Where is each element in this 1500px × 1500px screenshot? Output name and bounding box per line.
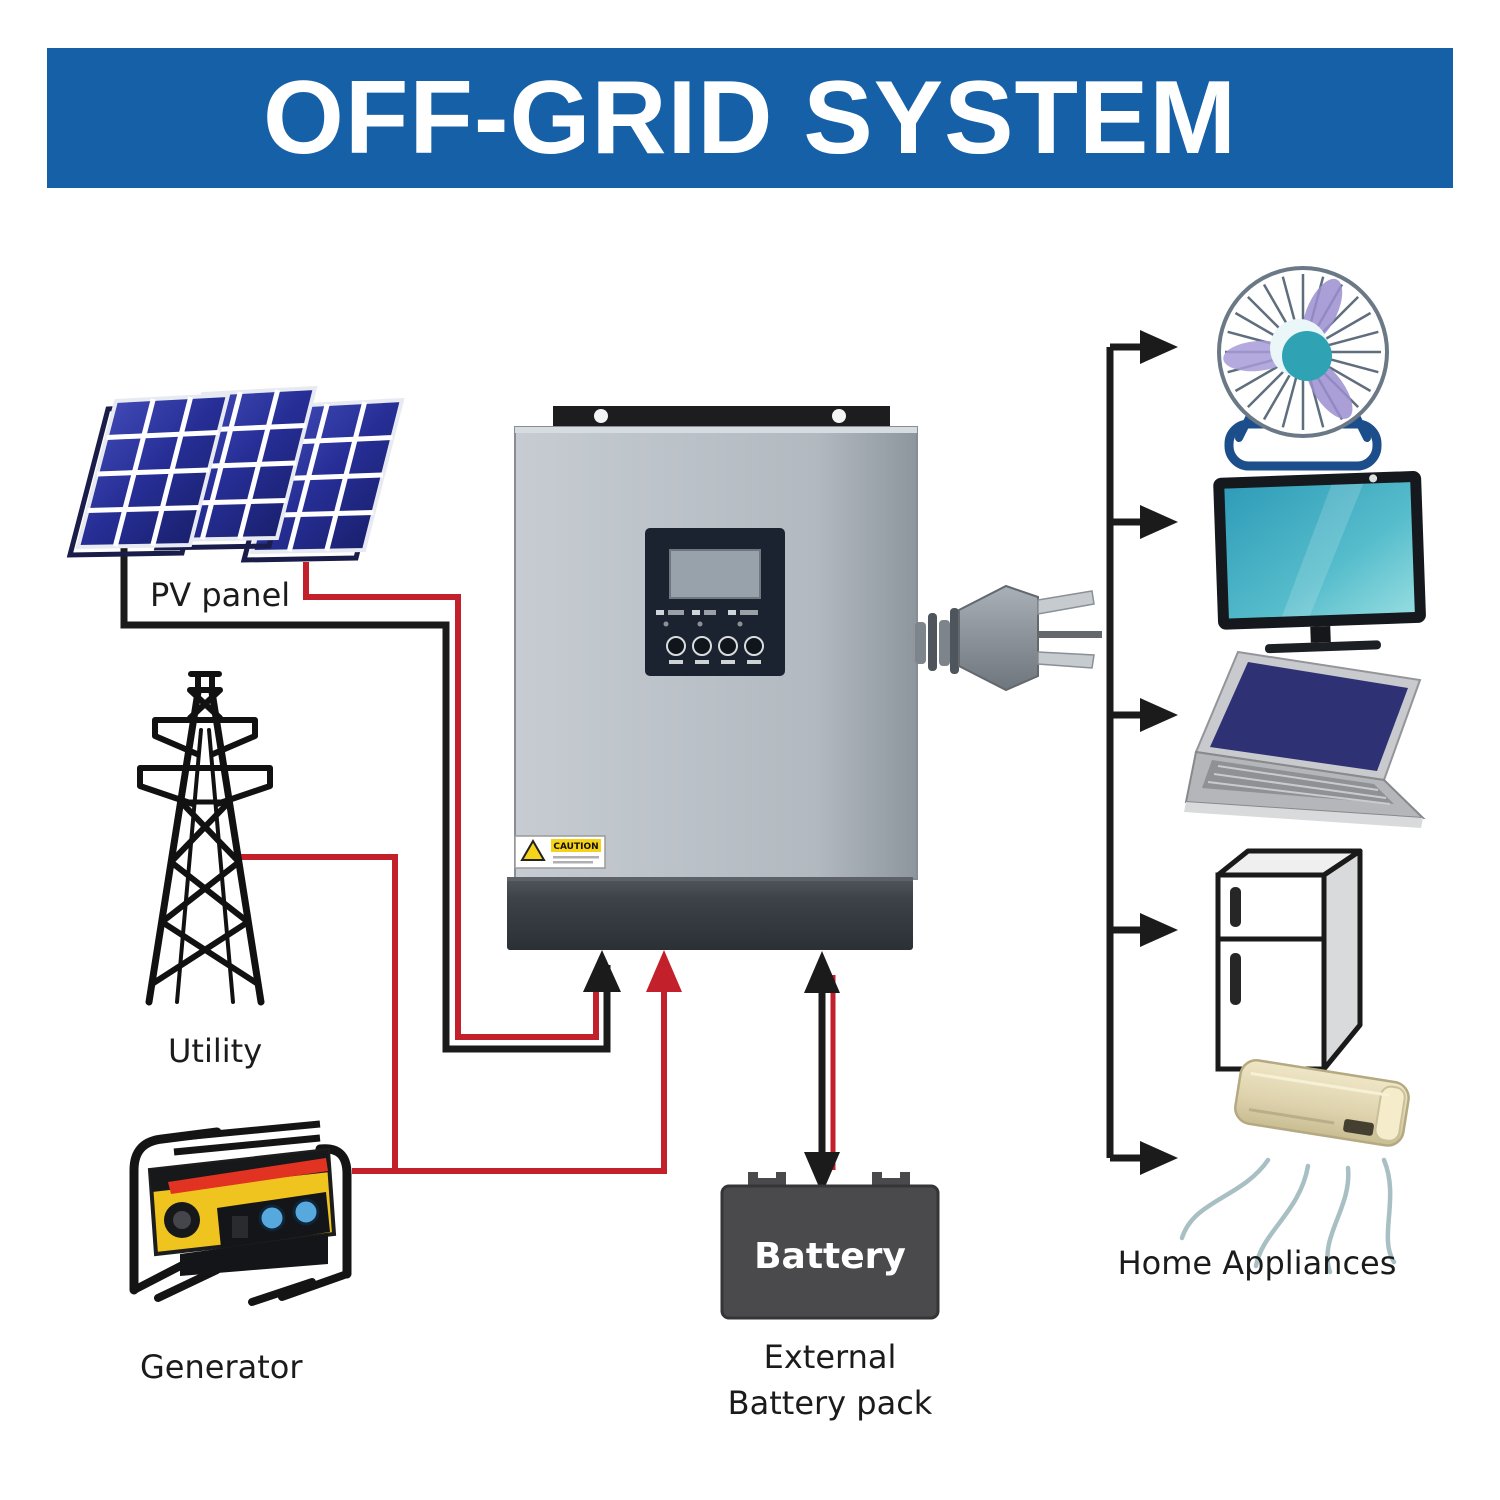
title-banner: OFF-GRID SYSTEM xyxy=(47,48,1453,188)
tv-icon xyxy=(1213,471,1426,654)
utility-label: Utility xyxy=(168,1032,262,1070)
pv-wire-red xyxy=(303,562,599,1040)
page-title: OFF-GRID SYSTEM xyxy=(262,59,1238,176)
laptop-icon xyxy=(1184,650,1426,828)
pv-panel-icon xyxy=(66,385,405,563)
caution-label: CAUTION xyxy=(514,835,606,869)
generator-label: Generator xyxy=(140,1348,303,1386)
fridge-icon xyxy=(1215,848,1363,1072)
power-plug-icon xyxy=(915,584,1102,692)
battery-icon: Battery xyxy=(720,1172,940,1320)
mounting-bracket xyxy=(553,406,890,427)
air-conditioner-icon xyxy=(1179,1059,1410,1275)
arrowhead-laptop xyxy=(1140,698,1178,732)
fan-icon xyxy=(1217,266,1389,471)
inverter-unit: CAUTION xyxy=(507,406,1102,950)
arrowhead-fan xyxy=(1140,330,1178,364)
pv-panel-label: PV panel xyxy=(150,576,290,614)
home-appliances-label: Home Appliances xyxy=(1118,1244,1397,1282)
battery-arrowhead-down xyxy=(804,1152,840,1194)
arrowhead-ac xyxy=(1140,1141,1178,1175)
lcd-screen xyxy=(669,549,761,599)
utility-wire-red xyxy=(238,854,398,1171)
bracket-hole-right xyxy=(832,409,846,423)
pv-wire-black xyxy=(120,542,611,1053)
battery-sublabel-1: External xyxy=(764,1338,897,1376)
ac-in-arrowhead xyxy=(646,950,682,992)
caution-text: CAUTION xyxy=(553,842,598,852)
generator-wire-red xyxy=(352,985,667,1174)
wiring xyxy=(120,330,1178,1194)
panel-buttons xyxy=(666,636,764,664)
battery-text: Battery xyxy=(754,1236,906,1277)
generator-icon xyxy=(129,1120,352,1306)
bracket-hole-left xyxy=(594,409,608,423)
battery-arrowhead-up xyxy=(804,951,840,993)
utility-tower-icon xyxy=(137,671,273,1006)
control-panel xyxy=(645,528,785,676)
arrowhead-fridge xyxy=(1140,913,1178,947)
pv-arrowhead xyxy=(583,950,621,992)
inverter-bottom-band xyxy=(507,877,913,950)
battery-sublabel-2: Battery pack xyxy=(728,1384,933,1422)
arrowhead-tv xyxy=(1140,505,1178,539)
